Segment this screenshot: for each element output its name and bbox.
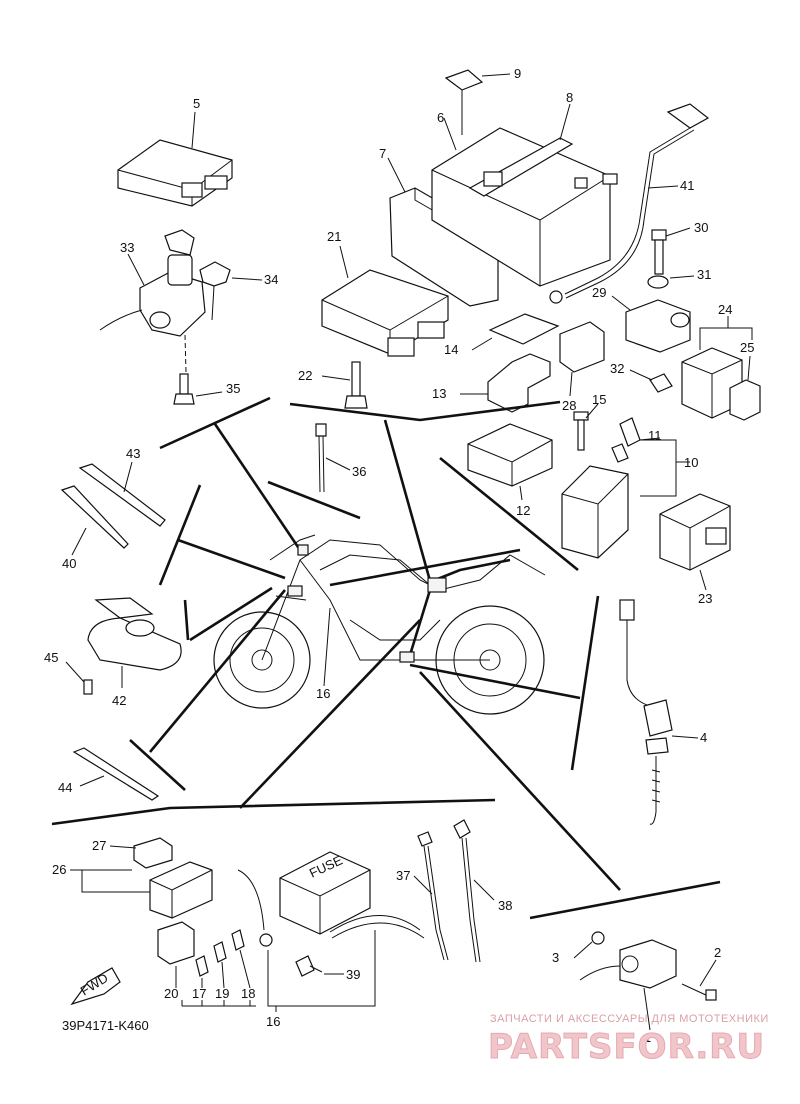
part-5-ecu[interactable] xyxy=(117,139,233,207)
label-15: 15 xyxy=(592,392,606,407)
label-45: 45 xyxy=(44,650,58,665)
part-35-bolt[interactable] xyxy=(173,373,195,405)
part-23-relay[interactable] xyxy=(659,493,731,571)
part-37-band[interactable] xyxy=(417,831,449,961)
leader-lines xyxy=(51,396,721,920)
part-34-key[interactable] xyxy=(199,261,231,321)
label-41: 41 xyxy=(680,178,694,193)
part-11-fuse[interactable] xyxy=(611,417,641,463)
label-25: 25 xyxy=(740,340,754,355)
label-33: 33 xyxy=(120,240,134,255)
motorcycle-detail xyxy=(275,544,447,663)
part-32-bracket[interactable] xyxy=(649,373,673,393)
part-28-relay-cover[interactable] xyxy=(559,321,605,373)
part-3-nut[interactable] xyxy=(591,931,605,945)
part-8-battery-band[interactable] xyxy=(468,137,574,197)
part-41-battery-lead[interactable] xyxy=(549,103,710,304)
part-45-bolt[interactable] xyxy=(83,679,93,695)
part-12-cover[interactable] xyxy=(467,423,553,487)
part-20-fuse-box-cover[interactable] xyxy=(157,921,195,965)
part-31-washer[interactable] xyxy=(647,275,669,289)
part-25-relay[interactable] xyxy=(729,379,761,421)
label-24: 24 xyxy=(718,302,732,317)
part-21-control-unit[interactable] xyxy=(321,269,449,357)
label-5: 5 xyxy=(193,96,200,111)
label-19: 19 xyxy=(215,986,229,1001)
part-29-sensor[interactable] xyxy=(625,299,691,353)
label-34: 34 xyxy=(264,272,278,287)
part-22-bolt[interactable] xyxy=(344,361,368,409)
part-40-band[interactable] xyxy=(60,485,129,549)
label-23: 23 xyxy=(698,591,712,606)
part-10-starter-relay[interactable] xyxy=(561,465,629,559)
part-18-fuse[interactable] xyxy=(231,929,245,951)
part-42-horn[interactable] xyxy=(87,597,182,671)
label-7: 7 xyxy=(379,146,386,161)
part-13-holder[interactable] xyxy=(487,353,551,413)
part-44-band[interactable] xyxy=(72,747,160,801)
part-17-fuse[interactable] xyxy=(195,955,209,977)
label-9: 9 xyxy=(514,66,521,81)
label-36: 36 xyxy=(352,464,366,479)
label-11: 11 xyxy=(648,428,662,443)
part-1-switch[interactable] xyxy=(579,939,677,989)
label-44: 44 xyxy=(58,780,72,795)
part-36-band[interactable] xyxy=(315,423,327,493)
label-1: 1 xyxy=(644,1030,651,1045)
label-38: 38 xyxy=(498,898,512,913)
label-17: 17 xyxy=(192,986,206,1001)
label-31: 31 xyxy=(697,267,711,282)
label-35: 35 xyxy=(226,381,240,396)
part-30-bolt[interactable] xyxy=(651,229,667,275)
label-21: 21 xyxy=(327,229,341,244)
part-43-band[interactable] xyxy=(78,463,166,527)
part-27-cap[interactable] xyxy=(133,837,173,869)
label-14: 14 xyxy=(444,342,458,357)
part-26-relay[interactable] xyxy=(149,861,213,919)
label-37: 37 xyxy=(396,868,410,883)
part-6-battery[interactable] xyxy=(431,127,618,287)
part-38-band[interactable] xyxy=(453,819,481,963)
label-22: 22 xyxy=(298,368,312,383)
watermark-caption: ЗАПЧАСТИ И АКСЕССУАРЫ ДЛЯ МОТОТЕХНИКИ xyxy=(490,1013,769,1025)
label-26: 26 xyxy=(52,862,66,877)
part-33-main-switch[interactable] xyxy=(99,229,206,373)
label-10: 10 xyxy=(684,455,698,470)
part-labels: 5 9 8 6 7 41 21 30 33 34 31 29 24 25 14 … xyxy=(44,66,754,1045)
part-14-pad[interactable] xyxy=(488,313,560,345)
part-4-switch[interactable] xyxy=(619,599,673,825)
label-39: 39 xyxy=(346,967,360,982)
label-42: 42 xyxy=(112,693,126,708)
label-2: 2 xyxy=(714,945,721,960)
label-28: 28 xyxy=(562,398,576,413)
part-39-bolt[interactable] xyxy=(295,955,323,977)
part-19-fuse[interactable] xyxy=(213,941,227,963)
watermark: ЗАПЧАСТИ И АКСЕССУАРЫ ДЛЯ МОТОТЕХНИКИ PA… xyxy=(488,1013,769,1068)
label-30: 30 xyxy=(694,220,708,235)
label-6: 6 xyxy=(437,110,444,125)
part-16-fuse-box[interactable]: FUSE xyxy=(279,851,425,939)
label-16a: 16 xyxy=(316,686,330,701)
diagram-code: 39P4171-K460 xyxy=(62,1018,149,1033)
label-40: 40 xyxy=(62,556,76,571)
label-4: 4 xyxy=(700,730,707,745)
label-20: 20 xyxy=(164,986,178,1001)
label-16b: 16 xyxy=(266,1014,280,1029)
part-9-battery-cap[interactable] xyxy=(444,69,484,91)
label-12: 12 xyxy=(516,503,530,518)
label-29: 29 xyxy=(592,285,606,300)
label-27: 27 xyxy=(92,838,106,853)
part-2-screw[interactable] xyxy=(681,983,717,1001)
label-3: 3 xyxy=(552,950,559,965)
part-16-lead[interactable] xyxy=(237,869,273,947)
label-8: 8 xyxy=(566,90,573,105)
fwd-arrow-icon: FWD xyxy=(70,967,121,1006)
label-32: 32 xyxy=(610,361,624,376)
label-13: 13 xyxy=(432,386,446,401)
label-43: 43 xyxy=(126,446,140,461)
watermark-brand: PARTSFOR.RU xyxy=(488,1027,765,1067)
label-18: 18 xyxy=(241,986,255,1001)
